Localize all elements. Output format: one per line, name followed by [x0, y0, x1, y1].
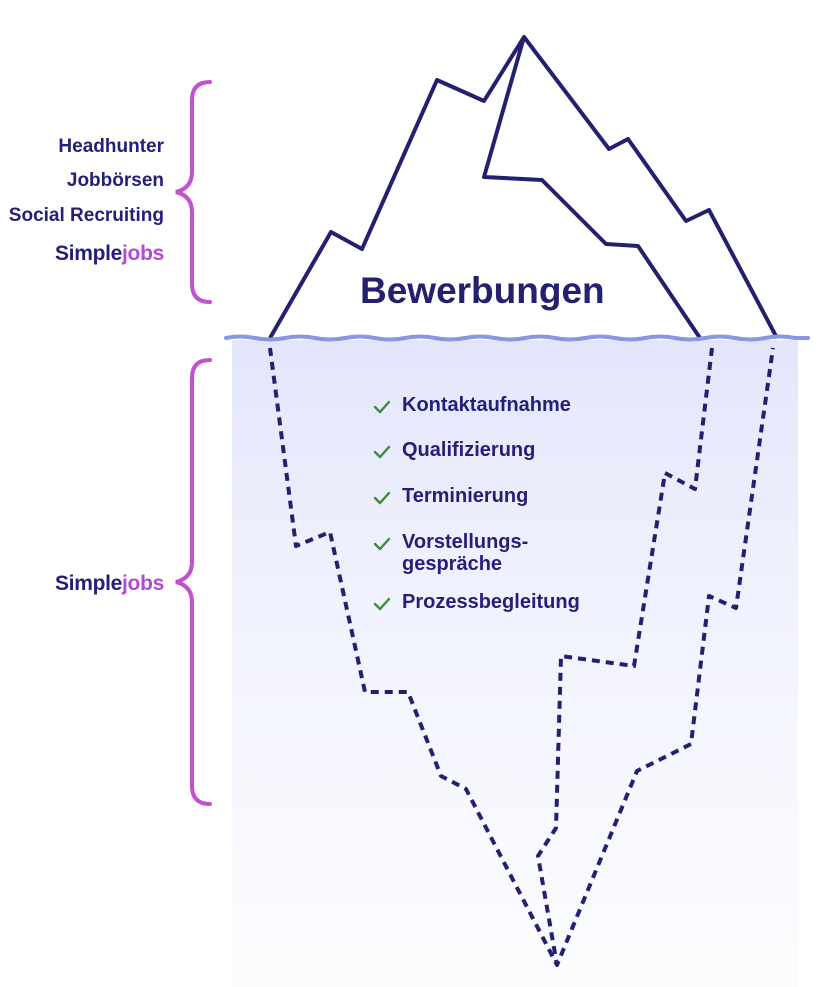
iceberg-tip-inner-ridge — [482, 36, 702, 340]
brand-logo-part2: jobs — [122, 572, 164, 595]
checklist-item-label: Kontaktaufnahme — [402, 394, 571, 416]
checklist-item-label: Vorstellungs- gespräche — [402, 531, 529, 575]
checklist-item: Terminierung — [372, 485, 580, 508]
brand-logo-part2: jobs — [122, 242, 164, 265]
checklist-item-label: Qualifizierung — [402, 439, 536, 461]
label-social-recruiting: Social Recruiting — [8, 205, 164, 226]
brand-logo-part1: Simple — [54, 572, 123, 595]
checkmark-icon — [373, 537, 391, 551]
checklist-item: Vorstellungs- gespräche — [372, 531, 580, 575]
water-line — [224, 334, 810, 342]
service-checklist: Kontaktaufnahme Qualifizierung Terminier… — [372, 394, 580, 614]
iceberg-underwater-inner-ridge — [536, 347, 714, 966]
underwater-area — [232, 340, 798, 987]
brand-logo-part1: Simple — [54, 242, 123, 265]
checkmark-icon — [373, 491, 391, 505]
brand-logo-below: Simplejobs — [55, 572, 164, 596]
checkmark-icon — [373, 597, 391, 611]
iceberg-underwater-outline — [268, 347, 775, 967]
checklist-item: Qualifizierung — [372, 439, 580, 462]
checklist-item-label: Prozessbegleitung — [402, 591, 580, 613]
checklist-item: Prozessbegleitung — [372, 591, 580, 614]
checklist-item-label: Terminierung — [402, 485, 529, 507]
brand-logo-above: Simplejobs — [55, 242, 164, 266]
brace-above-water — [175, 80, 212, 304]
label-headhunter: Headhunter — [58, 136, 164, 157]
checkmark-icon — [373, 400, 391, 414]
checklist-item: Kontaktaufnahme — [372, 394, 580, 417]
brace-below-water — [175, 358, 212, 806]
headline-bewerbungen: Bewerbungen — [360, 270, 605, 311]
label-jobboersen: Jobbörsen — [66, 170, 164, 191]
checkmark-icon — [373, 445, 391, 459]
